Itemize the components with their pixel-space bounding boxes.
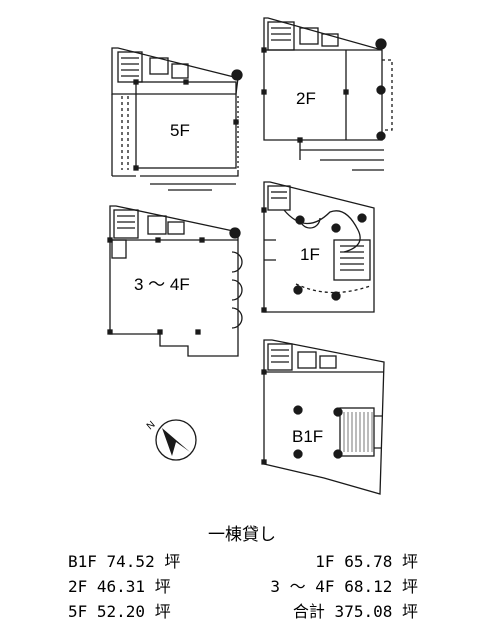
north-arrow-icon: N xyxy=(145,419,197,461)
floor-plan-5f xyxy=(111,47,243,191)
floor-label-3-4f: 3 ～ 4F xyxy=(134,275,190,294)
summary-row: 2F 46.31 坪 3 ～ 4F 68.12 坪 xyxy=(68,573,418,597)
summary-title: 一棟貸し xyxy=(208,525,276,545)
floor-label-1f: 1F xyxy=(300,245,320,264)
summary-cell: 5F 52.20 坪 xyxy=(68,602,171,621)
compass-north-label: N xyxy=(145,419,158,432)
floor-label-2f: 2F xyxy=(296,89,316,108)
floor-plan-2f xyxy=(261,17,393,171)
summary-cell: 1F 65.78 坪 xyxy=(315,552,418,571)
summary-cell: 3 ～ 4F 68.12 坪 xyxy=(270,577,418,596)
floor-plan-b1f xyxy=(261,339,385,495)
summary-cell: B1F 74.52 坪 xyxy=(68,552,181,571)
summary-cell: 合計 375.08 坪 xyxy=(292,602,418,621)
floor-plan-1f xyxy=(261,181,375,313)
summary-row: 5F 52.20 坪 合計 375.08 坪 xyxy=(68,598,418,622)
area-summary: 一棟貸し B1F 74.52 坪 1F 65.78 坪 2F 46.31 坪 3… xyxy=(0,518,484,638)
floor-plans: N 5F 2F 3 ～ 4F 1F B1F xyxy=(107,17,393,495)
floor-plan-3-4f xyxy=(107,205,243,357)
floor-label-5f: 5F xyxy=(170,121,190,140)
summary-row: B1F 74.52 坪 1F 65.78 坪 xyxy=(68,548,418,572)
floor-label-b1f: B1F xyxy=(292,427,323,446)
summary-cell: 2F 46.31 坪 xyxy=(68,577,171,596)
